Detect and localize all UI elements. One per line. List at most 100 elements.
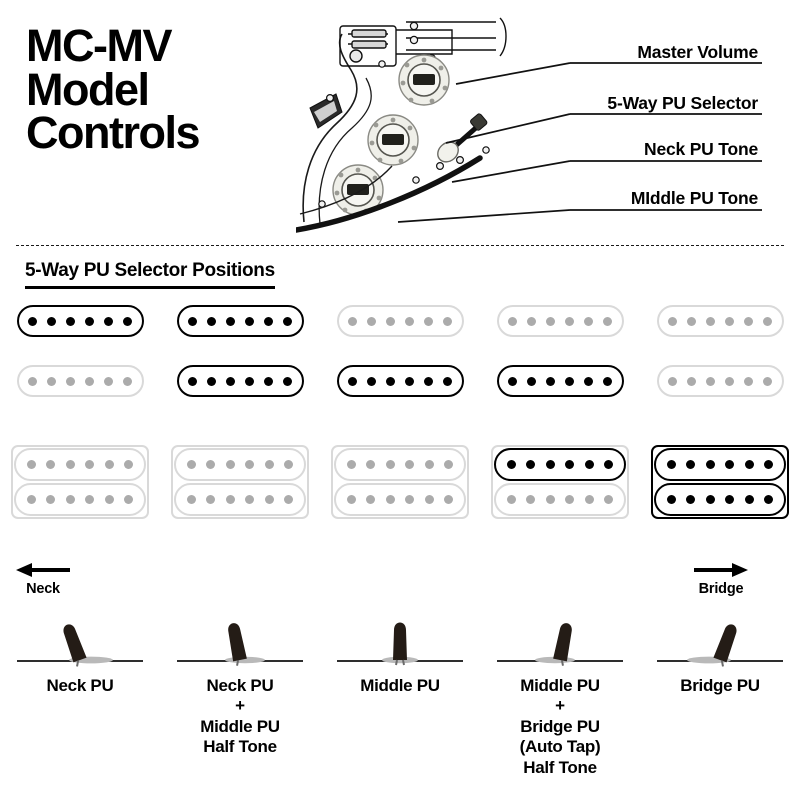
pole-piece xyxy=(506,495,516,504)
pole-piece xyxy=(526,460,536,469)
pole-piece xyxy=(762,316,772,326)
page-title: MC-MV Model Controls xyxy=(26,23,326,159)
bridge-pickup-pos-5 xyxy=(640,445,800,535)
five-way-selector-switch xyxy=(436,113,488,171)
callout-label-middle-tone: MIddle PU Tone xyxy=(630,188,758,208)
pole-piece xyxy=(442,376,452,386)
pole-piece xyxy=(743,376,753,386)
middle-pickup-pos-1 xyxy=(0,365,160,445)
pole-piece xyxy=(186,495,196,504)
switch-lever-pos-2 xyxy=(160,600,320,668)
position-label-line: Half Tone xyxy=(203,737,277,757)
pole-piece xyxy=(687,316,697,326)
pole-piece xyxy=(743,316,753,326)
pole-piece xyxy=(65,460,75,469)
neck-tone-pot xyxy=(367,114,419,166)
pole-piece xyxy=(104,495,114,504)
pole-piece xyxy=(668,376,678,386)
page-title-line-3: Controls xyxy=(26,107,201,159)
single-coil-icon xyxy=(496,305,624,337)
pole-piece xyxy=(103,316,113,326)
pole-piece xyxy=(282,376,292,386)
pole-piece xyxy=(284,495,294,504)
bridge-pickup-pos-3 xyxy=(320,445,480,535)
pole-piece xyxy=(66,316,76,326)
pole-piece xyxy=(186,460,196,469)
switch-lever-pos-5 xyxy=(640,600,800,668)
middle-pickup-pos-4 xyxy=(480,365,640,445)
pole-piece xyxy=(26,495,36,504)
pole-piece xyxy=(705,460,715,469)
pole-piece xyxy=(442,316,452,326)
humbucker-bottom-coil xyxy=(494,483,626,516)
pole-piece xyxy=(366,460,376,469)
pole-piece xyxy=(546,316,556,326)
pole-piece xyxy=(346,460,356,469)
pole-piece xyxy=(188,316,198,326)
pole-piece xyxy=(668,316,678,326)
position-label-line: Middle PU xyxy=(520,676,600,695)
pole-piece xyxy=(424,460,434,469)
pole-piece xyxy=(424,495,434,504)
pole-piece xyxy=(725,460,735,469)
pole-piece xyxy=(404,376,414,386)
neck-pickup-pos-1 xyxy=(0,305,160,365)
pole-piece xyxy=(565,495,575,504)
humbucker-icon xyxy=(491,445,629,519)
position-label-line: Bridge PU xyxy=(680,676,760,695)
pole-piece xyxy=(602,376,612,386)
pole-piece xyxy=(47,376,57,386)
arrow-left-icon xyxy=(16,563,70,577)
pole-piece xyxy=(564,316,574,326)
humbucker-top-coil xyxy=(174,448,306,481)
position-label-line: Middle PU xyxy=(360,676,440,695)
position-label-4: Middle PU+Bridge PU(Auto Tap)Half Tone xyxy=(480,676,640,778)
pole-piece xyxy=(404,316,414,326)
middle-tone-pot xyxy=(332,164,384,216)
pole-piece xyxy=(28,316,38,326)
guitar-control-plate-illustration xyxy=(293,8,546,236)
pole-piece xyxy=(724,376,734,386)
pole-piece xyxy=(124,495,134,504)
pole-piece xyxy=(84,376,94,386)
humbucker-top-coil xyxy=(14,448,146,481)
pickup-state-matrix xyxy=(0,305,800,535)
pole-piece xyxy=(583,316,593,326)
position-label-line: Neck PU xyxy=(46,676,114,695)
position-label-line: Half Tone xyxy=(523,757,597,777)
pole-piece xyxy=(226,376,236,386)
pole-piece xyxy=(706,316,716,326)
pole-piece xyxy=(687,376,697,386)
pole-piece xyxy=(686,495,696,504)
pole-piece xyxy=(85,495,95,504)
pole-piece xyxy=(725,495,735,504)
single-coil-icon xyxy=(496,365,624,397)
pole-piece xyxy=(545,495,555,504)
bridge-pickup-pos-1 xyxy=(0,445,160,535)
pole-piece xyxy=(385,460,395,469)
pole-piece xyxy=(188,376,198,386)
pole-piece xyxy=(366,495,376,504)
pole-piece xyxy=(724,316,734,326)
pole-piece xyxy=(423,316,433,326)
pole-piece xyxy=(46,460,56,469)
pole-piece xyxy=(28,376,38,386)
pole-piece xyxy=(263,316,273,326)
pole-piece xyxy=(508,316,518,326)
neck-pickup-pos-3 xyxy=(320,305,480,365)
position-label-line: Neck PU xyxy=(206,676,274,695)
pole-piece xyxy=(104,460,114,469)
pole-piece xyxy=(584,460,594,469)
bridge-direction-group: Bridge xyxy=(692,560,750,597)
section-divider xyxy=(16,245,784,246)
pole-piece xyxy=(206,460,216,469)
position-label-3: Middle PU xyxy=(320,676,480,696)
humbucker-icon xyxy=(171,445,309,519)
pole-piece xyxy=(47,316,57,326)
selector-lever-icon xyxy=(177,623,303,666)
pickup-row-bridge xyxy=(0,445,800,535)
position-label-line: + xyxy=(235,696,245,716)
pole-piece xyxy=(764,495,774,504)
callout-label-neck-tone: Neck PU Tone xyxy=(644,139,758,159)
